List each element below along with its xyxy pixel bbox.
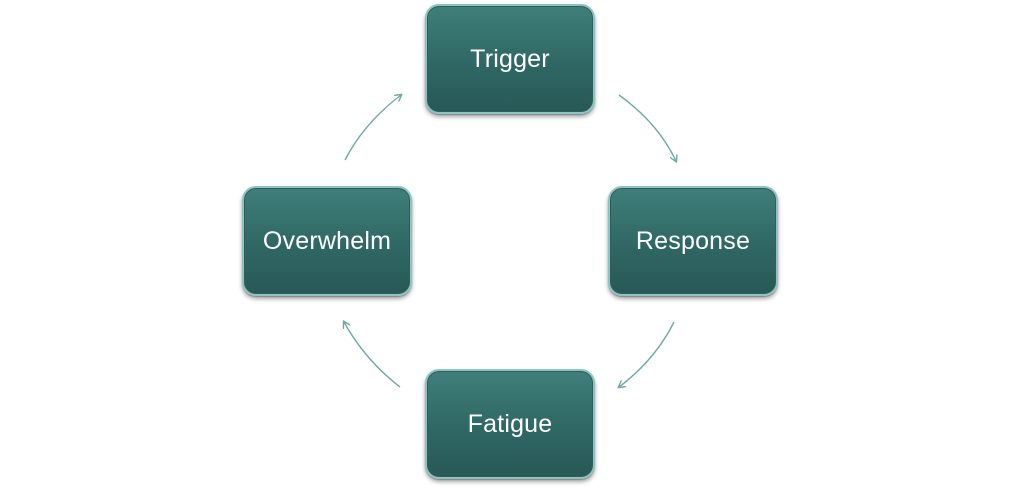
node-trigger: Trigger — [425, 4, 595, 114]
node-fatigue: Fatigue — [425, 369, 595, 479]
node-overwhelm: Overwhelm — [242, 186, 412, 296]
arrow-trigger-to-response — [618, 94, 676, 161]
arrow-fatigue-to-overwhelm — [344, 322, 401, 388]
node-response: Response — [608, 186, 778, 296]
node-trigger-label: Trigger — [470, 44, 550, 73]
node-overwhelm-label: Overwhelm — [262, 226, 392, 255]
arrow-overwhelm-to-trigger — [344, 95, 401, 161]
node-response-label: Response — [635, 226, 751, 255]
node-fatigue-label: Fatigue — [467, 409, 553, 438]
arrow-response-to-fatigue — [619, 321, 675, 387]
